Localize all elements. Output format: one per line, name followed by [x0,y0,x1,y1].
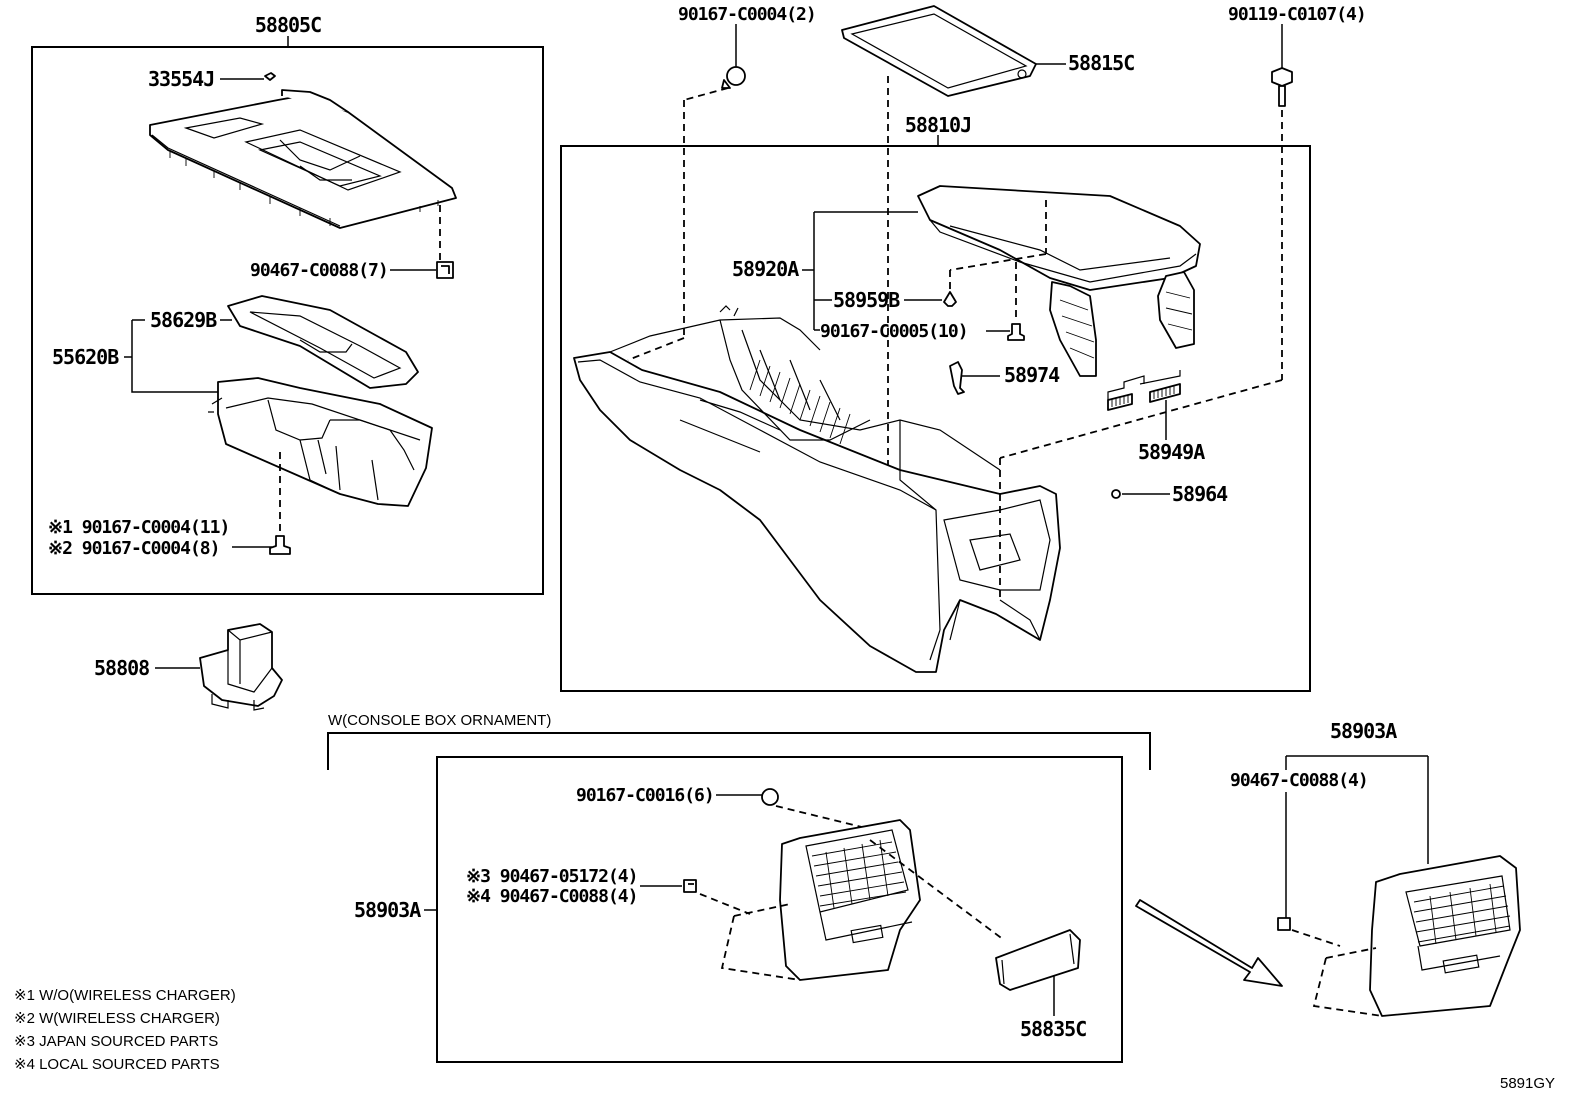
callout-90467-c0088-4b: 90467-C0088(4) [1230,770,1368,791]
nut-90167-c0016 [761,788,779,806]
group-console-box-ornament: W(CONSOLE BOX ORNAMENT) 90167-C0016(6) ※… [327,712,1151,1063]
callout-90119-c0107-4: 90119-C0107(4) [1228,4,1366,25]
callout-90167-c0004-8: ※2 90167-C0004(8) [48,538,219,559]
pad-58964 [1111,489,1121,499]
console-body [573,305,1061,673]
label-58903a-right: 58903A [1330,719,1397,743]
armrest-lid [917,185,1201,377]
footnotes: ※1 W/O(WIRELESS CHARGER) ※2 W(WIRELESS C… [14,987,236,1073]
callout-90467-c0088-4a: ※4 90467-C0088(4) [466,886,637,907]
box-58810j [560,145,1311,692]
label-ornament-group: W(CONSOLE BOX ORNAMENT) [328,712,551,729]
springs-58949a [1107,370,1181,411]
callout-58815c: 58815C [1068,51,1134,75]
shift-bezel-panel [149,89,457,229]
callout-58920a: 58920A [732,257,799,281]
screw-90167-c0005 [1007,323,1025,341]
note-1: ※1 W/O(WIRELESS CHARGER) [14,987,236,1004]
note-2: ※2 W(WIRELESS CHARGER) [14,1010,220,1027]
clip-58974 [949,361,965,395]
callout-58629b: 58629B [150,308,217,332]
group-58805c: 58805C 33554J 90467-C0088(7) 58629B [31,13,544,595]
label-58805c: 58805C [255,13,321,37]
callout-90467-05172-4: ※3 90467-05172(4) [466,866,637,887]
clip-90467-c0088 [436,261,454,279]
group-58808: 58808 [94,623,283,711]
clip-58959b [943,291,957,307]
arrow-to-alt-panel [1135,899,1283,987]
callout-58959b: 58959B [833,288,900,312]
cover-58835c [995,929,1081,991]
callout-58903a-left: 58903A [354,898,421,922]
callout-90167-c0005-10: 90167-C0005(10) [820,321,968,342]
callout-90167-c0004-2: 90167-C0004(2) [678,4,816,25]
note-3: ※3 JAPAN SOURCED PARTS [14,1033,218,1050]
callout-58964: 58964 [1172,482,1228,506]
callout-33554j: 33554J [148,67,214,91]
callout-58949a: 58949A [1138,440,1205,464]
note-4: ※4 LOCAL SOURCED PARTS [14,1056,220,1073]
rear-ornament-panel [779,819,921,981]
screw-90167-c0004 [269,535,291,555]
callout-55620b: 55620B [52,345,119,369]
cup-holder-box [208,377,433,507]
label-58810j: 58810J [905,113,971,137]
shift-boot-58808 [199,623,283,711]
group-58810j: 58810J [560,113,1311,692]
tray-mat-58629b [227,295,419,389]
alt-ornament-panel [1369,855,1521,1017]
bolt-90119-c0107 [1271,67,1293,107]
diagram-code: 5891GY [1500,1075,1555,1092]
callout-90167-c0016-6: 90167-C0016(6) [576,785,714,806]
callout-58835c: 58835C [1020,1017,1086,1041]
callout-58808: 58808 [94,656,149,680]
mat-58815c [841,5,1037,97]
callout-58974: 58974 [1004,363,1060,387]
clip-33554j [264,72,276,81]
clip-ornament [683,879,697,893]
callout-90167-c0004-11: ※1 90167-C0004(11) [48,517,229,538]
group-58903a-right: 58903A 90467-C0088(4) [1230,719,1521,1017]
clip-right [1277,917,1291,931]
nut-90167-c0004 [726,66,746,86]
callout-90467-c0088-7: 90467-C0088(7) [250,260,388,281]
